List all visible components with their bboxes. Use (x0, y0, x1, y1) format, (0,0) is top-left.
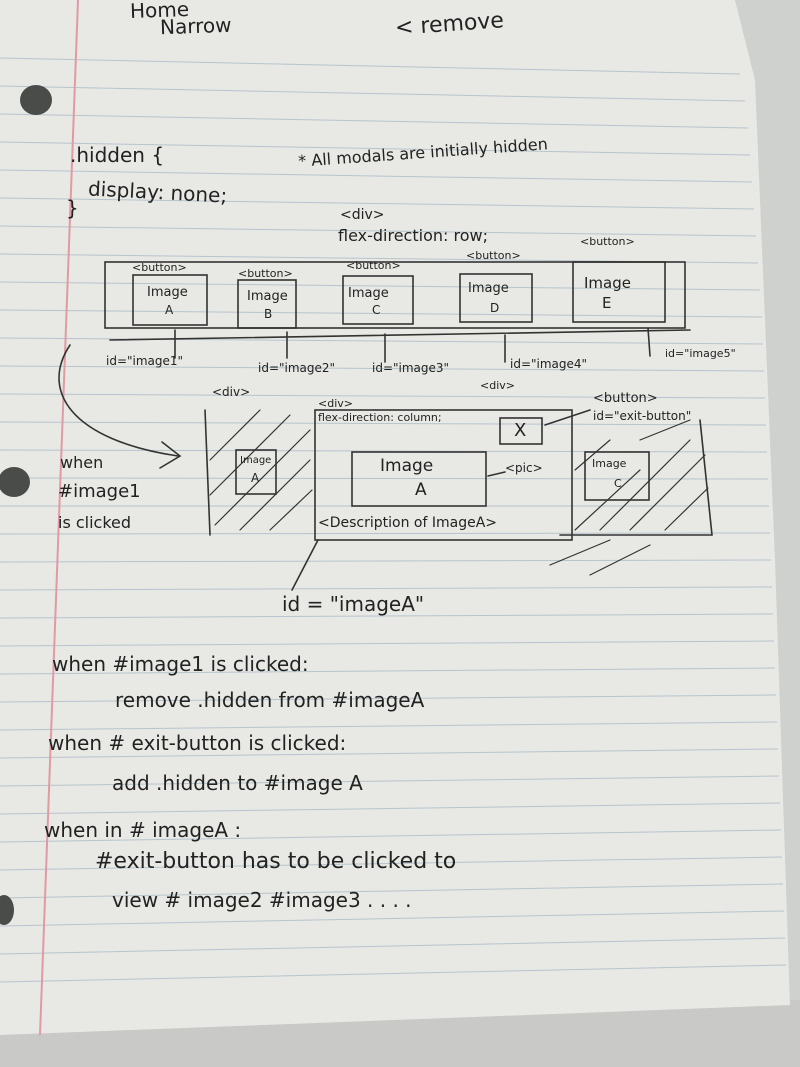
logic-line-3: when # exit-button is clicked: (48, 731, 347, 755)
curved-arrow (58, 344, 179, 457)
background-image-a-line2: A (251, 471, 260, 485)
button-tag-a: <button> (132, 261, 187, 274)
button-box-b (237, 279, 297, 329)
exit-pointer (544, 409, 591, 426)
row-div-tag: <div> (340, 207, 385, 223)
button-row-box (104, 261, 686, 329)
button-tag-b: <button> (238, 267, 293, 280)
modal-image-line2: A (415, 480, 427, 500)
button-box-c (342, 275, 414, 325)
modal-pic-tag: <pic> (505, 461, 543, 475)
trigger-note-line2: #image1 (58, 481, 141, 502)
button-box-d (459, 273, 533, 323)
arrow-head (159, 441, 182, 469)
background-image-c-line2: C (614, 477, 622, 490)
modal-style: flex-direction: column; (318, 411, 442, 424)
id-label-image1: id="image1" (106, 354, 184, 368)
trigger-note-line3: is clicked (58, 513, 132, 532)
exit-button-box (499, 417, 543, 445)
logic-line-5: when in # imageA : (44, 818, 242, 842)
small-div-tag: <div> (480, 379, 515, 392)
id-pointer-5 (647, 327, 651, 357)
logic-line-7: view # image2 #image3 . . . . (112, 888, 412, 912)
ink-sketch (58, 261, 713, 591)
button-label-b[interactable]: Image (247, 289, 288, 304)
button-box-e (572, 261, 666, 323)
css-close: } (66, 196, 79, 220)
binder-hole-top (20, 85, 52, 115)
binder-hole-bottom (0, 895, 14, 925)
logic-line-4: add .hidden to #image A (112, 771, 363, 795)
logic-line-2: remove .hidden from #imageA (115, 688, 425, 712)
modal-pointer (291, 539, 319, 591)
modal-id-label: id = "imageA" (282, 592, 425, 616)
logic-line-6: #exit-button has to be clicked to (95, 849, 457, 874)
button-box-a (132, 274, 208, 326)
overlay-hatching (209, 409, 709, 576)
top-fragment-middle: Narrow (159, 12, 232, 40)
exit-button-tag: <button> (593, 391, 658, 406)
css-selector: .hidden { (70, 143, 165, 167)
id-label-image2: id="image2" (258, 361, 336, 375)
id-label-image3: id="image3" (372, 361, 450, 375)
trigger-note-line1: when (60, 453, 104, 472)
pic-pointer (487, 471, 506, 477)
button-letter-c: C (372, 303, 381, 317)
overlay-div-tag: <div> (212, 385, 251, 399)
button-tag-c: <button> (346, 259, 401, 272)
row-underline (109, 329, 691, 341)
modal-box (314, 409, 573, 541)
id-label-image4: id="image4" (510, 357, 588, 371)
button-label-d[interactable]: Image (468, 281, 509, 296)
button-letter-a: A (165, 303, 174, 317)
modal-div-tag: <div> (318, 397, 353, 410)
margin-line (39, 0, 79, 1036)
modal-image-line1: Image (380, 456, 434, 476)
ruled-lines (0, 57, 787, 983)
button-label-a[interactable]: Image (147, 285, 188, 300)
button-letter-d: D (490, 301, 500, 315)
exit-button-symbol[interactable]: X (514, 420, 527, 441)
background-image-a-box (235, 449, 277, 495)
button-letter-e: E (602, 294, 612, 312)
button-tag-d: <button> (466, 249, 521, 262)
button-tag-e: <button> (580, 235, 635, 248)
button-label-e[interactable]: Image (584, 274, 631, 292)
notebook-page (0, 0, 790, 1035)
modal-description: <Description of ImageA> (318, 515, 498, 531)
binder-hole-middle (0, 467, 30, 497)
overlay-left-edge (204, 409, 211, 536)
exit-button-id: id="exit-button" (593, 409, 692, 423)
background-image-c-box (584, 451, 650, 501)
button-label-c[interactable]: Image (348, 286, 389, 301)
logic-line-1: when #image1 is clicked: (52, 652, 309, 676)
overlay-right-edge (699, 419, 713, 536)
background-image-a-line1: Image (240, 455, 272, 466)
row-style: flex-direction: row; (338, 226, 488, 245)
modal-image-box (351, 451, 487, 507)
id-label-image5: id="image5" (665, 347, 736, 360)
background-image-c-line1: Image (592, 457, 627, 470)
button-letter-b: B (264, 307, 273, 321)
